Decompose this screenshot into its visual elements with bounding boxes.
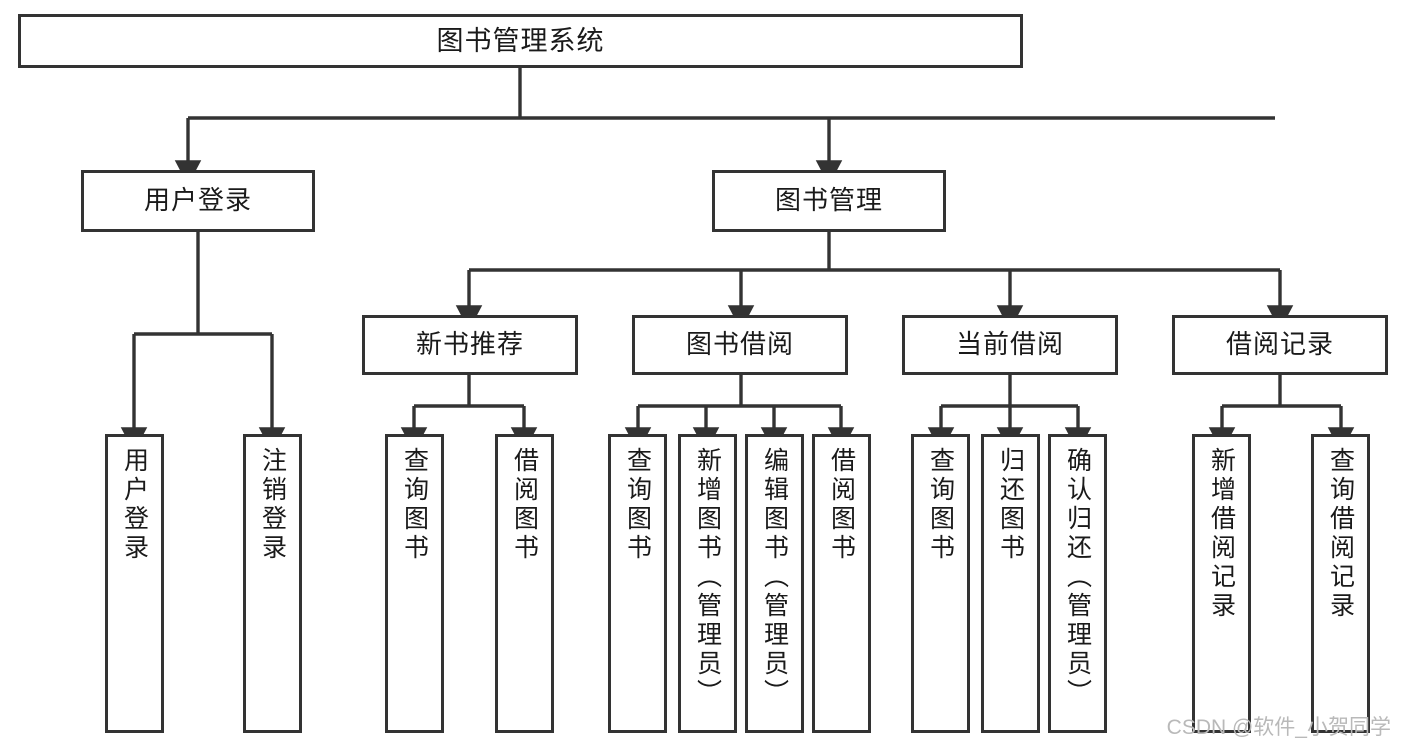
leaf-current-borrow-return[interactable]: 归还图书	[981, 434, 1040, 733]
leaf-borrow-record-query[interactable]: 查询借阅记录	[1311, 434, 1370, 733]
leaf-current-borrow-confirm-return[interactable]: 确认归还（管理员）	[1048, 434, 1107, 733]
node-label: 编辑图书（管理员）	[760, 447, 789, 708]
node-label: 新书推荐	[415, 329, 524, 360]
node-label: 借阅图书	[827, 447, 856, 563]
leaf-book-borrow-add[interactable]: 新增图书（管理员）	[678, 434, 737, 733]
node-label: 借阅图书	[510, 447, 539, 563]
node-label: 借阅记录	[1225, 329, 1334, 360]
node-current-borrow[interactable]: 当前借阅	[902, 315, 1118, 375]
leaf-book-borrow-borrow[interactable]: 借阅图书	[812, 434, 871, 733]
node-label: 查询图书	[623, 447, 652, 563]
watermark: CSDN @软件_小贺同学	[1166, 716, 1391, 739]
leaf-current-borrow-query[interactable]: 查询图书	[911, 434, 970, 733]
node-label: 图书管理系统	[436, 25, 605, 56]
node-label: 归还图书	[996, 447, 1025, 563]
node-label: 新增借阅记录	[1207, 447, 1236, 621]
leaf-new-book-query[interactable]: 查询图书	[385, 434, 444, 733]
leaf-user-login-logout[interactable]: 注销登录	[243, 434, 302, 733]
node-root-system[interactable]: 图书管理系统	[18, 14, 1023, 68]
node-label: 查询图书	[926, 447, 955, 563]
node-label: 用户登录	[120, 447, 149, 563]
node-book-borrow[interactable]: 图书借阅	[632, 315, 848, 375]
node-user-login[interactable]: 用户登录	[81, 170, 315, 232]
leaf-book-borrow-query[interactable]: 查询图书	[608, 434, 667, 733]
node-borrow-record[interactable]: 借阅记录	[1172, 315, 1388, 375]
leaf-user-login-login[interactable]: 用户登录	[105, 434, 164, 733]
node-label: 用户登录	[143, 185, 252, 216]
node-label: 查询图书	[400, 447, 429, 563]
node-label: 图书借阅	[685, 329, 794, 360]
node-label: 确认归还（管理员）	[1063, 447, 1092, 708]
node-label: 查询借阅记录	[1326, 447, 1355, 621]
leaf-new-book-borrow[interactable]: 借阅图书	[495, 434, 554, 733]
node-new-book-recommend[interactable]: 新书推荐	[362, 315, 578, 375]
node-label: 新增图书（管理员）	[693, 447, 722, 708]
node-book-manage[interactable]: 图书管理	[712, 170, 946, 232]
leaf-borrow-record-add[interactable]: 新增借阅记录	[1192, 434, 1251, 733]
leaf-book-borrow-edit[interactable]: 编辑图书（管理员）	[745, 434, 804, 733]
node-label: 注销登录	[258, 447, 287, 563]
node-label: 当前借阅	[955, 329, 1064, 360]
node-label: 图书管理	[774, 185, 883, 216]
